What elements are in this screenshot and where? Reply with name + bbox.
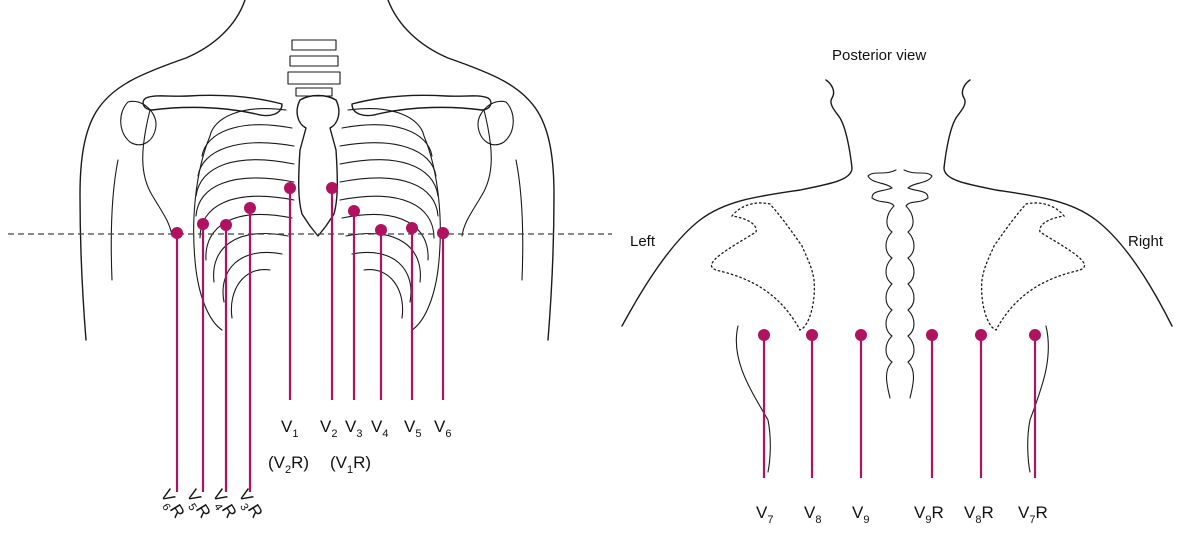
left-clavicle [143, 95, 282, 115]
label-v8r: V8R [964, 503, 994, 526]
cervical-spine [288, 40, 340, 96]
label-v1r: (V1R) [330, 453, 371, 476]
label-v5: V5 [404, 417, 421, 440]
posterior-torso-right [1028, 326, 1049, 472]
right-clavicle [352, 95, 491, 115]
left-arm-inner [111, 110, 172, 280]
label-v6r: V6R [153, 486, 188, 523]
electrode-v2 [326, 182, 338, 194]
label-v7: V7 [756, 503, 773, 526]
electrode-v7 [758, 329, 770, 341]
label-v6: V6 [434, 417, 451, 440]
label-v2r: (V2R) [268, 453, 309, 476]
electrode-v5r [197, 218, 209, 230]
thoracic-spine [868, 170, 932, 398]
electrode-v4 [375, 224, 387, 236]
right-scapula [982, 203, 1085, 330]
left-rib-cage [194, 109, 294, 330]
left-shoulder-joint [121, 101, 156, 145]
anterior-body-outline [80, 0, 554, 340]
electrode-v3 [348, 205, 360, 217]
electrode-v5 [406, 222, 418, 234]
label-v3: V3 [345, 417, 362, 440]
electrode-v8 [806, 329, 818, 341]
electrode-v8r [975, 329, 987, 341]
label-v1: V1 [281, 417, 298, 440]
electrode-v3r [244, 202, 256, 214]
left-scapula [712, 203, 815, 330]
label-v9: V9 [852, 503, 869, 526]
posterior-torso-left [736, 326, 770, 472]
electrode-v6r [171, 227, 183, 239]
label-v2: V2 [320, 417, 337, 440]
posterior-leads [758, 329, 1041, 478]
label-v8: V8 [804, 503, 821, 526]
anterior-chest-figure [8, 0, 612, 340]
side-label-right: Right [1128, 233, 1164, 250]
side-label-left: Left [630, 233, 656, 250]
right-shoulder-joint [478, 101, 513, 145]
electrode-v9 [855, 329, 867, 341]
posterior-view-title: Posterior view [832, 47, 926, 64]
label-v9r: V9R [914, 503, 944, 526]
anterior-lead-labels: V1 V2 V3 V4 V5 V6 (V2R) (V1R) V6R V5R V4… [153, 417, 451, 523]
posterior-neck-right [944, 80, 1172, 326]
right-arm-inner [462, 110, 523, 280]
posterior-neck-left [622, 80, 852, 326]
electrode-v9r [926, 329, 938, 341]
electrode-v7r [1029, 329, 1041, 341]
label-v7r: V7R [1018, 503, 1048, 526]
posterior-back-figure [622, 80, 1172, 472]
anterior-leads [171, 182, 449, 492]
electrode-v4r [220, 219, 232, 231]
electrode-v1 [284, 182, 296, 194]
posterior-labels: Posterior view Left Right V7 V8 V9 V9R V… [630, 47, 1164, 526]
electrode-v6 [437, 227, 449, 239]
label-v4: V4 [371, 417, 388, 440]
